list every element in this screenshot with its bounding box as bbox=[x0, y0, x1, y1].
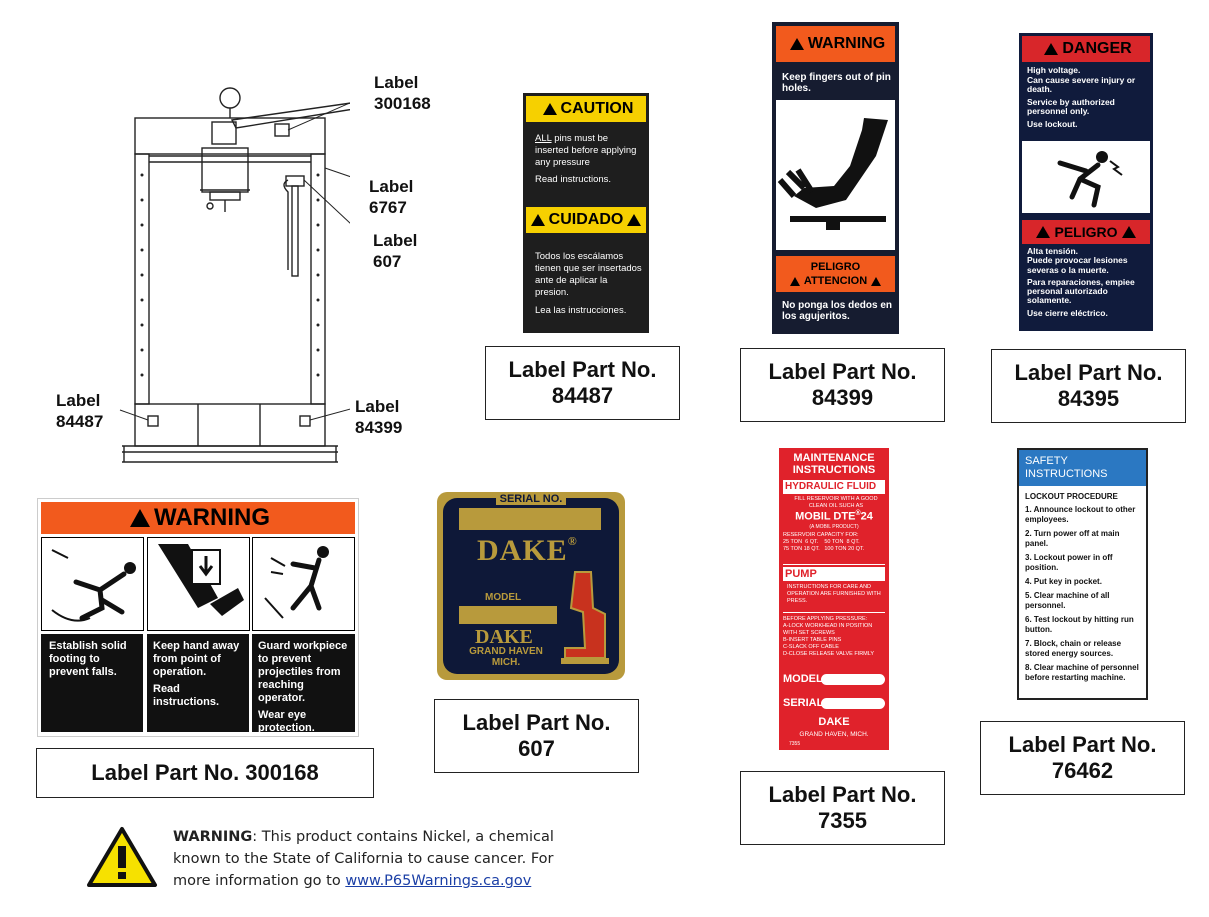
caption-84395: Label Part No.84395 bbox=[991, 349, 1186, 423]
callout-6767: Label 6767 bbox=[369, 177, 414, 217]
electric-shock-icon bbox=[1022, 141, 1150, 213]
maint-steps: BEFORE APPLYING PRESSURE: A-LOCK WORKHEA… bbox=[783, 616, 875, 657]
maint-model: MODEL bbox=[783, 672, 885, 686]
peligro-danger-body: Alta tensión. Puede provocar lesiones se… bbox=[1027, 246, 1135, 318]
warning-pin-header: WARNING bbox=[776, 26, 895, 62]
prop65-warning-triangle-icon bbox=[87, 827, 157, 887]
maint-pump: PUMP bbox=[783, 567, 885, 581]
caution-body: ALL pins must be inserted before applyin… bbox=[535, 133, 637, 185]
danger-header: DANGER bbox=[1022, 36, 1150, 62]
caution-label: CAUTION ALL pins must be inserted before… bbox=[523, 93, 649, 333]
caption-607: Label Part No.607 bbox=[434, 699, 639, 773]
panel-hand: Keep hand away from point of operation. … bbox=[147, 634, 249, 732]
caption-84399: Label Part No.84399 bbox=[740, 348, 945, 422]
callout-300168: Label 300168 bbox=[374, 73, 431, 113]
callout-84487: Label 84487 bbox=[56, 391, 104, 431]
warning-pin-body: Keep fingers out of pin holes. bbox=[782, 72, 891, 94]
plate-brand2: DAKE bbox=[475, 626, 533, 648]
cuidado-header: CUIDADO bbox=[526, 207, 646, 233]
maint-mobil: MOBIL DTE®24 bbox=[795, 510, 873, 523]
lockout-procedure: LOCKOUT PROCEDURE bbox=[1025, 492, 1118, 501]
maint-pump-text: INSTRUCTIONS FOR CARE AND OPERATION ARE … bbox=[787, 584, 881, 604]
peligro-danger-header: PELIGRO bbox=[1022, 220, 1150, 244]
maint-capacity: RESERVOIR CAPACITY FOR: 25 TON 6 QT. 50 … bbox=[783, 532, 865, 552]
cuidado-body: Todos los escálamos tienen que ser inser… bbox=[535, 251, 642, 316]
maint-mobil-note: (A MOBIL PRODUCT) bbox=[809, 524, 859, 530]
warning-big-panels: Establish solid footing to prevent falls… bbox=[41, 634, 355, 734]
warning-big-icons bbox=[41, 537, 355, 631]
callout-607: Label 607 bbox=[373, 231, 418, 271]
warning-big-header: WARNING bbox=[41, 502, 355, 534]
caption-300168: Label Part No. 300168 bbox=[36, 748, 374, 798]
panel-guard: Guard workpiece to prevent projectiles f… bbox=[252, 634, 355, 734]
caption-84487: Label Part No.84487 bbox=[485, 346, 680, 420]
callout-84399: Label 84399 bbox=[355, 397, 403, 437]
maint-partno: 7355 bbox=[789, 741, 801, 747]
p65-warnings-link[interactable]: www.P65Warnings.ca.gov bbox=[345, 873, 532, 889]
prop65-warning-text: WARNING: This product contains Nickel, a… bbox=[173, 829, 554, 889]
plate-model-label: MODEL bbox=[485, 592, 522, 603]
projectile-icon bbox=[252, 537, 355, 631]
maint-serial: SERIAL bbox=[783, 696, 885, 710]
maint-brand: DAKE bbox=[818, 716, 850, 728]
peligro-header: PELIGRO ATTENCION bbox=[776, 256, 895, 292]
maint-fill: FILL RESERVOIR WITH A GOOD CLEAN OIL SUC… bbox=[794, 496, 878, 509]
crush-hand-icon bbox=[147, 537, 250, 631]
warning-big-label: WARNING Establish soli bbox=[37, 498, 359, 737]
warning-triangle-icon bbox=[542, 103, 557, 115]
fall-icon bbox=[41, 537, 144, 631]
danger-label: DANGER High voltage. Can cause severe in… bbox=[1019, 33, 1153, 331]
warning-pin-label: WARNING Keep fingers out of pin holes. P… bbox=[772, 22, 899, 334]
pinch-hand-icon bbox=[776, 100, 895, 250]
danger-body: High voltage. Can cause severe injury or… bbox=[1027, 65, 1136, 129]
maint-hydraulic: HYDRAULIC FLUID bbox=[783, 480, 885, 494]
press-logo-icon bbox=[561, 571, 609, 664]
plate-serial-label: SERIAL NO. bbox=[437, 492, 625, 506]
press-diagram bbox=[119, 87, 350, 463]
caption-7355: Label Part No.7355 bbox=[740, 771, 945, 845]
maint-city: GRAND HAVEN, MICH. bbox=[799, 731, 869, 738]
peligro-body: No ponga los dedos en los agujeritos. bbox=[782, 300, 893, 322]
caption-76462: Label Part No.76462 bbox=[980, 721, 1185, 795]
panel-footing: Establish solid footing to prevent falls… bbox=[41, 634, 143, 732]
plate-brand: DAKE® bbox=[477, 534, 578, 567]
caution-header: CAUTION bbox=[526, 96, 646, 122]
lockout-steps: 1. Announce lockout to other employees. … bbox=[1025, 505, 1139, 682]
